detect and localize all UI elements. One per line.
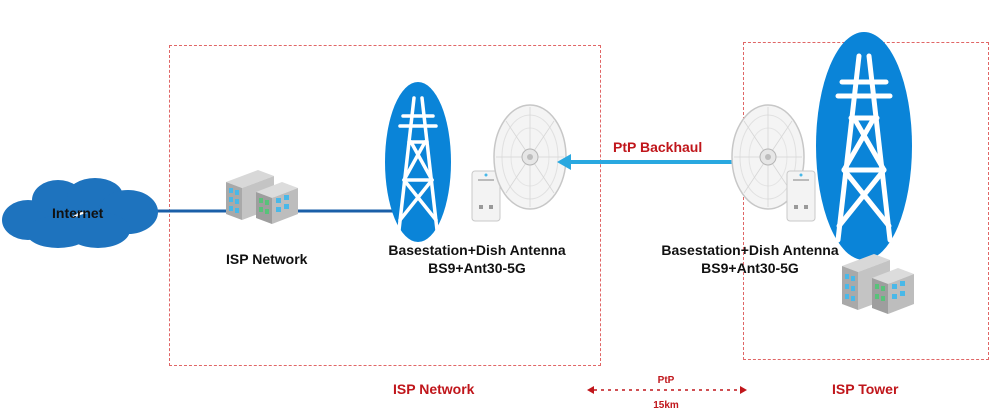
tower-icon: [816, 32, 912, 260]
left-site-line2: BS9+Ant30-5G: [428, 260, 526, 276]
dish-antenna-icon: [731, 104, 805, 210]
isp-network-zone: [169, 45, 601, 366]
distance-arrow: [587, 386, 747, 394]
dish-antenna-icon: [493, 104, 567, 210]
internet-cloud-icon: [2, 178, 158, 248]
right-site-label: Basestation+Dish Antenna BS9+Ant30-5G: [645, 241, 855, 277]
basestation-radio-icon: [786, 170, 816, 222]
right-site-line1: Basestation+Dish Antenna: [661, 242, 839, 258]
backhaul-label: PtP Backhaul: [613, 139, 703, 155]
isp-network-zone-title: ISP Network: [393, 381, 475, 397]
isp-tower-zone-title: ISP Tower: [832, 381, 899, 397]
tower-icon: [385, 82, 451, 242]
distance-legend-bottom: 15km: [653, 400, 679, 411]
isp-network-node-label: ISP Network: [226, 251, 308, 267]
server-building-icon: [226, 170, 298, 224]
right-site-line2: BS9+Ant30-5G: [701, 260, 799, 276]
internet-label: Internet: [52, 205, 104, 221]
left-site-label: Basestation+Dish Antenna BS9+Ant30-5G: [372, 241, 582, 277]
server-building-icon: [842, 254, 914, 314]
distance-legend-top: PtP: [657, 375, 675, 386]
left-site-line1: Basestation+Dish Antenna: [388, 242, 566, 258]
basestation-radio-icon: [471, 170, 501, 222]
